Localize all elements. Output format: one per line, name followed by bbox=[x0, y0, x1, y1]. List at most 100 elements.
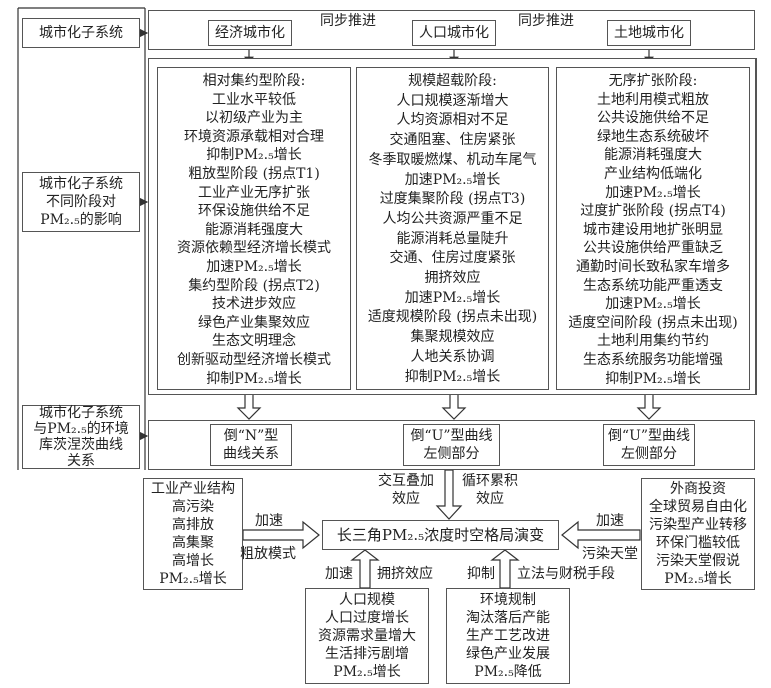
land-urbanization: 土地城市化 bbox=[607, 20, 691, 46]
text-line: 过度集聚阶段 (拐点T3) bbox=[379, 191, 526, 208]
text-line: 创新驱动型经济增长模式 bbox=[177, 351, 331, 368]
curve-u-land: 倒“U”型曲线左侧部分 bbox=[603, 424, 695, 466]
text-line: 高增长 bbox=[172, 553, 214, 569]
economic-stages-column: 相对集约型阶段: 工业水平较低以初级产业为主环境资源承载相对合理抑制PM₂.₅增长… bbox=[157, 67, 351, 390]
curve-text: 倒“N”型 bbox=[223, 428, 279, 444]
text-line: 人口过度增长 bbox=[325, 610, 409, 626]
curve-text: 左侧部分 bbox=[621, 446, 677, 462]
text-line: 公共设施供给严重缺乏 bbox=[583, 240, 723, 257]
pm25-evolution-box: 长三角PM₂.₅浓度时空格局演变 bbox=[322, 520, 559, 550]
text-line: 工业水平较低 bbox=[212, 91, 296, 108]
text-line: 拥挤效应 bbox=[424, 270, 481, 287]
effect-text: 循环累积 bbox=[462, 473, 518, 489]
sync-label: 同步推进 bbox=[518, 13, 574, 29]
text-line: 人口规模 bbox=[339, 592, 395, 608]
text-line: 高排放 bbox=[172, 517, 214, 533]
text-line: 高污染 bbox=[172, 499, 214, 515]
text-line: 抑制PM₂.₅增长 bbox=[605, 370, 701, 387]
text-line: 生活排污剧增 bbox=[325, 646, 409, 662]
population-stages-column: 规模超载阶段:人口规模逐渐增大人均资源相对不足交通阻塞、住房紧张冬季取暖燃煤、机… bbox=[356, 67, 549, 390]
text-line: 环保门槛较低 bbox=[656, 535, 740, 551]
text-line: 交通、住房过度紧张 bbox=[389, 250, 516, 267]
ekc-line: 库茨涅茨曲线 bbox=[39, 437, 123, 453]
impact-line: 不同阶段对 bbox=[46, 194, 116, 210]
text-line: 绿地生态系统破坏 bbox=[597, 128, 709, 145]
extensive-mode-label: 粗放模式 bbox=[240, 546, 296, 562]
curve-text: 倒“U”型曲线 bbox=[410, 428, 493, 444]
crowding-label: 拥挤效应 bbox=[377, 566, 433, 582]
text-line: 以初级产业为主 bbox=[205, 110, 303, 127]
text-line: 相对集约型阶段: bbox=[202, 73, 306, 89]
text-line: 人地关系协调 bbox=[410, 348, 495, 365]
text-line: 产业结构低端化 bbox=[604, 165, 702, 182]
impact-line: PM₂.₅的影响 bbox=[40, 212, 122, 228]
accelerate-label: 加速 bbox=[255, 513, 283, 529]
center-text: 长三角PM₂.₅浓度时空格局演变 bbox=[336, 526, 545, 544]
text-line: 污染天堂假说 bbox=[656, 553, 740, 569]
text-line: 加速PM₂.₅增长 bbox=[605, 184, 701, 201]
text-line: 人均公共资源严重不足 bbox=[382, 210, 523, 227]
text-line: PM₂.₅增长 bbox=[333, 664, 401, 680]
interaction-effect: 交互叠加效应 bbox=[378, 472, 434, 508]
ekc-line: 关系 bbox=[67, 453, 95, 469]
text-line: 加速PM₂.₅增长 bbox=[206, 258, 302, 275]
text-line: 过度扩张阶段 (拐点T4) bbox=[580, 203, 726, 220]
text-line: 交通阻塞、住房紧张 bbox=[389, 132, 516, 149]
impact-line: 城市化子系统 bbox=[39, 176, 123, 192]
curve-n: 倒“N”型曲线关系 bbox=[210, 424, 292, 466]
text-line: 公共设施供给不足 bbox=[597, 110, 709, 127]
text-line: 人均资源相对不足 bbox=[396, 112, 509, 129]
text-line: 土地利用模式粗放 bbox=[597, 91, 709, 108]
text-line: PM₂.₅增长 bbox=[159, 571, 227, 587]
text-line: 能源消耗强度大 bbox=[205, 221, 303, 238]
accelerate-label: 加速 bbox=[325, 566, 353, 582]
text-line: 技术进步效应 bbox=[212, 296, 296, 313]
text-line: 高集聚 bbox=[172, 535, 214, 551]
text-line: 加速PM₂.₅增长 bbox=[404, 289, 501, 306]
text-line: 能源消耗总量陡升 bbox=[396, 230, 509, 247]
text-line: 环境资源承载相对合理 bbox=[184, 128, 324, 145]
text-line: 资源依赖型经济增长模式 bbox=[177, 240, 331, 257]
land-stages-column: 无序扩张阶段:土地利用模式粗放公共设施供给不足绿地生态系统破坏能源消耗强度大产业… bbox=[556, 67, 750, 390]
text-line: 冬季取暖燃煤、机动车尾气 bbox=[368, 151, 537, 168]
text-line: 抑制PM₂.₅增长 bbox=[404, 368, 501, 385]
impact-label: 城市化子系统不同阶段对 PM₂.₅的影响 bbox=[22, 172, 140, 232]
text-line: 人口规模逐渐增大 bbox=[396, 92, 509, 109]
text-line: 工业产业无序扩张 bbox=[198, 184, 310, 201]
economic-urbanization: 经济城市化 bbox=[208, 20, 292, 46]
effect-text: 效应 bbox=[392, 491, 420, 507]
text-line: 工业产业结构 bbox=[151, 481, 235, 497]
cumulative-effect: 循环累积效应 bbox=[462, 472, 518, 508]
text-line: 资源需求量增大 bbox=[318, 628, 416, 644]
ekc-label: 城市化子系统与PM₂.₅的环境库茨涅茨曲线关系 bbox=[22, 405, 140, 469]
text-line: 能源消耗强度大 bbox=[604, 147, 702, 164]
curve-text: 倒“U”型曲线 bbox=[607, 428, 691, 444]
subsystem-label: 城市化子系统 bbox=[22, 18, 140, 48]
pollution-haven-label: 污染天堂 bbox=[582, 546, 638, 562]
population-text: 人口城市化 bbox=[419, 25, 489, 41]
legislation-label: 立法与财税手段 bbox=[517, 566, 615, 582]
text-line: 粗放型阶段 (拐点T1) bbox=[188, 165, 320, 182]
text-line: 适度规模阶段 (拐点未出现) bbox=[367, 309, 538, 326]
land-text: 土地城市化 bbox=[614, 25, 684, 41]
text-line: 环境规制 bbox=[480, 592, 536, 608]
text-line: 绿色产业集聚效应 bbox=[198, 314, 310, 331]
text-line: 通勤时间长致私家车增多 bbox=[576, 258, 730, 275]
ekc-line: 城市化子系统 bbox=[39, 405, 123, 421]
text-line: 绿色产业发展 bbox=[466, 646, 550, 662]
text-line: 生态系统功能严重透支 bbox=[583, 277, 723, 294]
text-line: 城市建设用地扩张明显 bbox=[583, 221, 723, 238]
text-line: 全球贸易自由化 bbox=[649, 499, 747, 515]
text-line: 淘汰落后产能 bbox=[466, 610, 550, 626]
text-line: 适度空间阶段 (拐点未出现) bbox=[568, 314, 738, 331]
text-line: 污染型产业转移 bbox=[649, 517, 747, 533]
accelerate-label: 加速 bbox=[596, 513, 624, 529]
curve-text: 左侧部分 bbox=[423, 446, 480, 462]
sync-label: 同步推进 bbox=[320, 13, 376, 29]
curve-text: 曲线关系 bbox=[223, 446, 279, 462]
text-line: 土地利用集约节约 bbox=[597, 333, 709, 350]
text-line: PM₂.₅降低 bbox=[474, 664, 542, 680]
text-line: 抑制PM₂.₅增长 bbox=[206, 147, 302, 164]
